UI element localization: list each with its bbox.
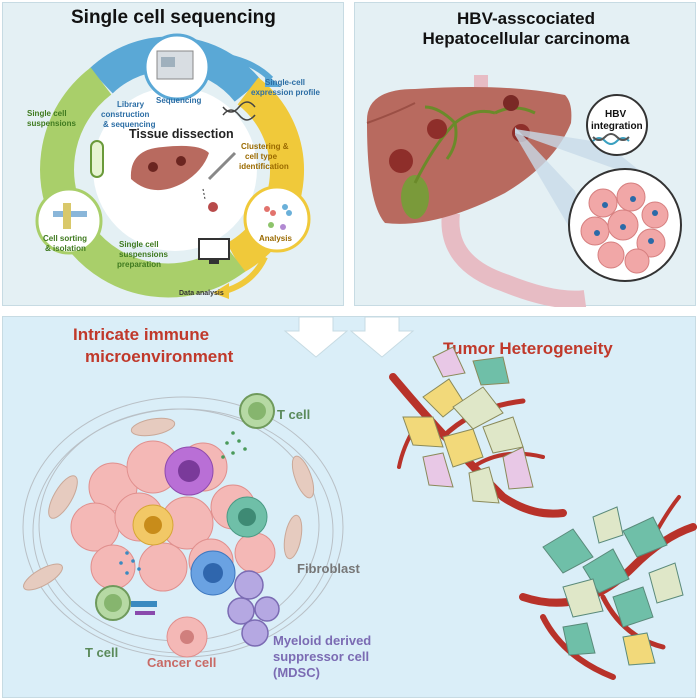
step-clustering-label-2: cell type xyxy=(245,152,278,161)
step-clustering-label-1: Clustering & xyxy=(241,142,289,151)
fibroblast-label: Fibroblast xyxy=(297,561,361,576)
step-preparation-label-2: suspensions xyxy=(119,250,168,259)
microenvironment-diagram: T cell Fibroblast T cell Cancer cell Mye… xyxy=(22,317,697,680)
hcc-panel: HBV-asscociated Hepatocellular carcinoma… xyxy=(354,2,696,307)
analysis-bubble xyxy=(243,185,311,253)
step-library-label-3: & sequencing xyxy=(103,120,156,129)
step-library-label-1: Library xyxy=(117,100,145,109)
center-label: Tissue dissection xyxy=(129,127,234,141)
tube-icon xyxy=(90,140,104,178)
step-sorting-label-2: & isolation xyxy=(45,244,86,253)
mdsc-cells xyxy=(227,570,280,647)
t-cell-top-label: T cell xyxy=(277,407,310,422)
t-cell-bottom-label: T cell xyxy=(85,645,118,660)
microenvironment-panel: Intricate immune microenvironment Tumor … xyxy=(2,316,697,698)
sequencing-workflow-diagram: Tissue dissection Sequencing Single-cell… xyxy=(27,33,320,299)
dna-strand-icon xyxy=(592,137,630,145)
integration-label: integration xyxy=(591,121,643,132)
dna-icon xyxy=(222,101,256,121)
step-analysis-label: Analysis xyxy=(259,234,292,243)
step-suspensions-label-2: suspensions xyxy=(27,119,76,128)
tumor-cells-upper xyxy=(402,346,534,504)
hbv-virus-markers xyxy=(594,196,658,244)
step-suspensions-label-1: Single cell xyxy=(27,109,67,118)
scalpel-icon xyxy=(207,151,237,181)
down-arrow-left xyxy=(283,317,349,358)
center-liver-icon xyxy=(130,145,209,191)
vena-cava xyxy=(441,211,587,307)
mdsc-label-2: suppressor cell xyxy=(273,649,369,664)
mdsc-label-1: Myeloid derived xyxy=(273,633,371,648)
monitor-icon xyxy=(198,238,230,260)
fibroblasts xyxy=(23,417,315,591)
hcc-title-line2: Hepatocellular carcinoma xyxy=(422,29,630,48)
hbv-label: HBV xyxy=(605,109,626,120)
cancer-cell-label: Cancer cell xyxy=(147,655,216,670)
arrow-to-data-analysis xyxy=(224,255,268,294)
down-arrow-right xyxy=(349,317,415,358)
step-preparation-label-3: preparation xyxy=(117,260,161,269)
step-expression-label-1: Single-cell xyxy=(265,78,305,87)
tissue-piece-icon xyxy=(208,202,218,212)
hcc-liver-diagram: HBV integration xyxy=(366,75,682,307)
immune-checkpoint-icon xyxy=(131,601,157,615)
step-data-analysis-label: Data analysis xyxy=(179,290,224,297)
step-clustering-label-3: identification xyxy=(239,162,289,171)
cytokine-dots-top xyxy=(221,431,247,459)
sequencing-panel-title: Single cell sequencing xyxy=(71,7,276,28)
cytokine-dots-bottom xyxy=(119,551,141,575)
tumor-cells-lower xyxy=(542,506,684,666)
hcc-title-line1: HBV-asscociated xyxy=(457,9,595,28)
step-preparation-label-1: Single cell xyxy=(119,240,159,249)
heterogeneity-title: Tumor Heterogeneity xyxy=(443,339,613,358)
step-expression-label-2: expression profile xyxy=(251,88,320,97)
mdsc-label-3: (MDSC) xyxy=(273,665,320,680)
step-sequencing-label: Sequencing xyxy=(156,96,201,105)
sequencing-panel: Single cell sequencing xyxy=(2,2,344,306)
cluster-plot-icon xyxy=(264,204,292,230)
immune-title-line2: microenvironment xyxy=(85,347,234,366)
gallbladder xyxy=(401,175,429,219)
step-library-label-2: construction xyxy=(101,110,150,119)
step-sorting-label-1: Cell sorting xyxy=(43,234,87,243)
immune-title-line1: Intricate immune xyxy=(73,325,210,344)
